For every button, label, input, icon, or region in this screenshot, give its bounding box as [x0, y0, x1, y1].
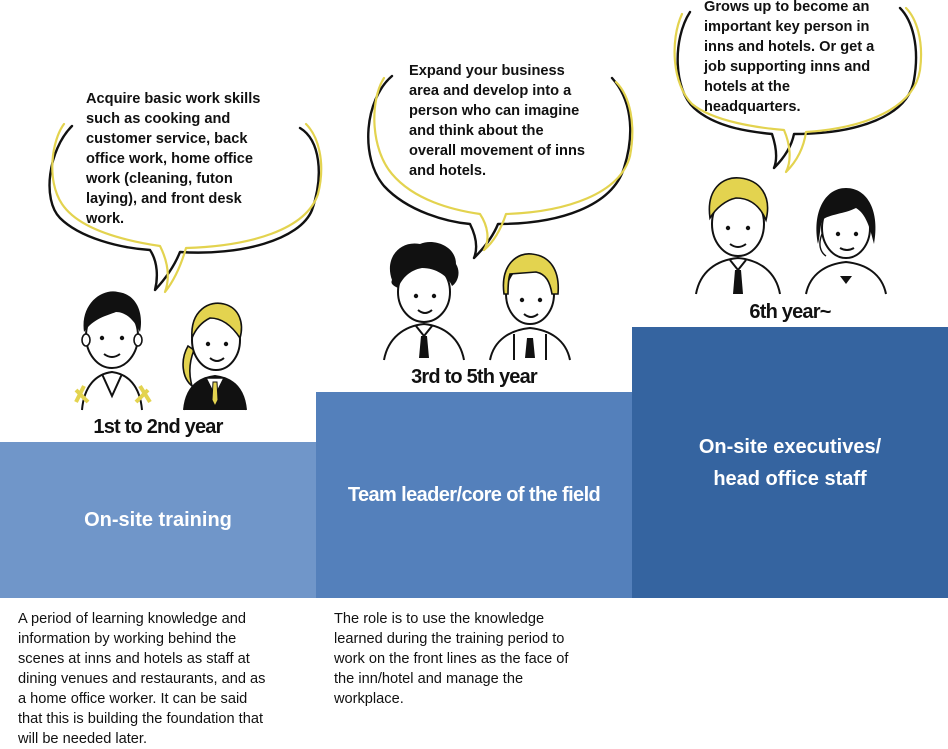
stage-3-title-line1: On-site executives/ — [698, 435, 882, 458]
stage-2-year-label: 3rd to 5th year — [411, 366, 538, 388]
stage-1-title: On-site training — [84, 508, 232, 531]
person-icon — [489, 253, 571, 361]
person-icon — [383, 242, 465, 361]
person-icon — [805, 188, 887, 295]
person-icon — [74, 291, 152, 411]
stage-1-block: On-site training — [0, 442, 316, 598]
stage-2-description: The role is to use the knowledge learned… — [334, 611, 569, 707]
stage-3-title-line2: head office staff — [713, 467, 867, 490]
stage-1-bubble-text: Acquire basic work skills such as cookin… — [86, 91, 261, 227]
stage-2-bubble-text: Expand your business area and develop in… — [409, 63, 585, 179]
stage-3-block: On-site executives/ head office staff — [632, 327, 948, 598]
person-icon — [182, 302, 247, 411]
stage-2-block: Team leader/core of the field — [316, 392, 632, 598]
person-icon — [695, 177, 781, 295]
stage-3-bubble-text: Grows up to become an important key pers… — [704, 0, 875, 115]
stage-2-title: Team leader/core of the field — [347, 483, 601, 506]
stage-3-year-label: 6th year~ — [749, 301, 831, 323]
stage-1-description: A period of learning knowledge and infor… — [18, 611, 266, 747]
stage-1-year-label: 1st to 2nd year — [93, 416, 223, 438]
